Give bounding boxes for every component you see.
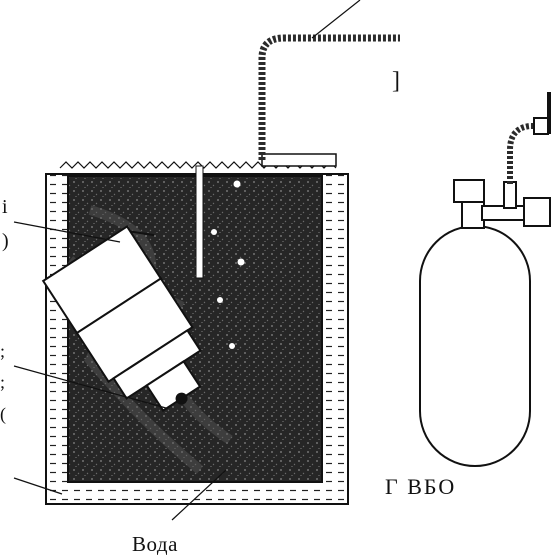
cylinder-hose: [507, 123, 548, 184]
cut-off-label-left: ): [2, 230, 9, 252]
cut-off-label-left: ;: [0, 372, 6, 392]
valve-outlet: [503, 181, 517, 209]
gas-cylinder: [419, 92, 551, 467]
cut-off-label-left: ;: [0, 341, 6, 361]
valve-knob-right: [523, 197, 551, 227]
coiled-cable: [258, 34, 400, 160]
tilted-instrument: [41, 225, 202, 412]
cut-off-label-right-top: ]: [392, 68, 400, 94]
hose-connector: [533, 117, 549, 135]
immersion-tube: [195, 165, 204, 279]
cable-leader-line: [311, 0, 361, 39]
bubbles: [211, 180, 245, 349]
cylinder-body: [419, 225, 531, 467]
vessel-lid-plate: [261, 153, 337, 167]
cut-off-label-left: i: [2, 196, 8, 218]
valve-knob-left: [453, 179, 485, 203]
water-label: Вода: [132, 532, 178, 556]
cut-off-label-left: (: [0, 404, 6, 424]
leader-lines: [13, 221, 227, 521]
cut-off-caption-right-bottom: Г ВБО: [385, 474, 457, 499]
